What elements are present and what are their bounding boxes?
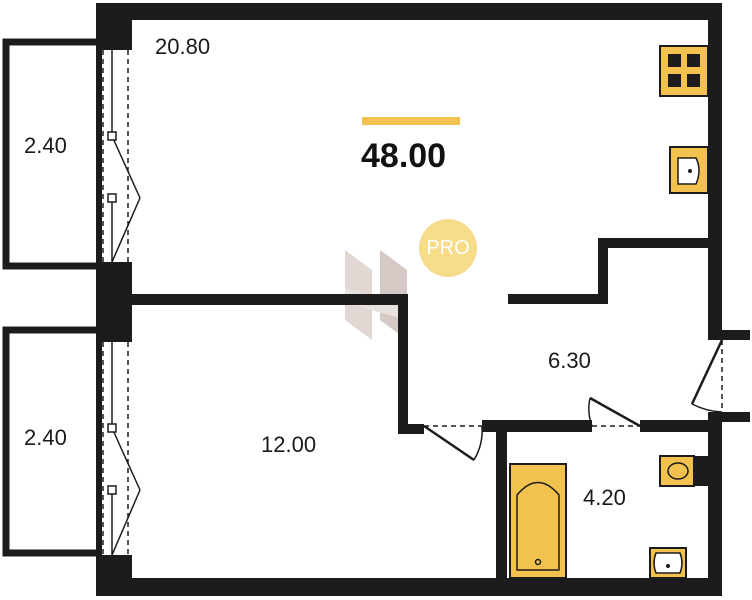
- toilet-icon: [659, 455, 708, 487]
- room-area-balcony-top: 2.40: [24, 133, 67, 158]
- room-area-balcony-bottom: 2.40: [24, 425, 67, 450]
- sink-icon: [669, 146, 709, 194]
- pro-badge: PRO: [419, 219, 477, 277]
- room-area-hallway: 6.30: [548, 348, 591, 373]
- total-area-underline: [362, 117, 460, 125]
- washbasin-icon: [649, 547, 687, 579]
- room-area-living: 20.80: [155, 34, 211, 59]
- balcony-doors: [102, 50, 141, 556]
- room-area-bedroom: 12.00: [261, 432, 317, 457]
- bathtub-icon: [509, 463, 567, 579]
- room-area-bathroom: 4.20: [583, 485, 626, 510]
- stove-icon: [659, 45, 709, 97]
- interior-doors: [423, 339, 724, 462]
- walls: [96, 3, 750, 596]
- total-area: 48.00: [361, 137, 447, 175]
- pro-badge-text: PRO: [426, 236, 470, 259]
- balcony-outlines: [2, 38, 96, 557]
